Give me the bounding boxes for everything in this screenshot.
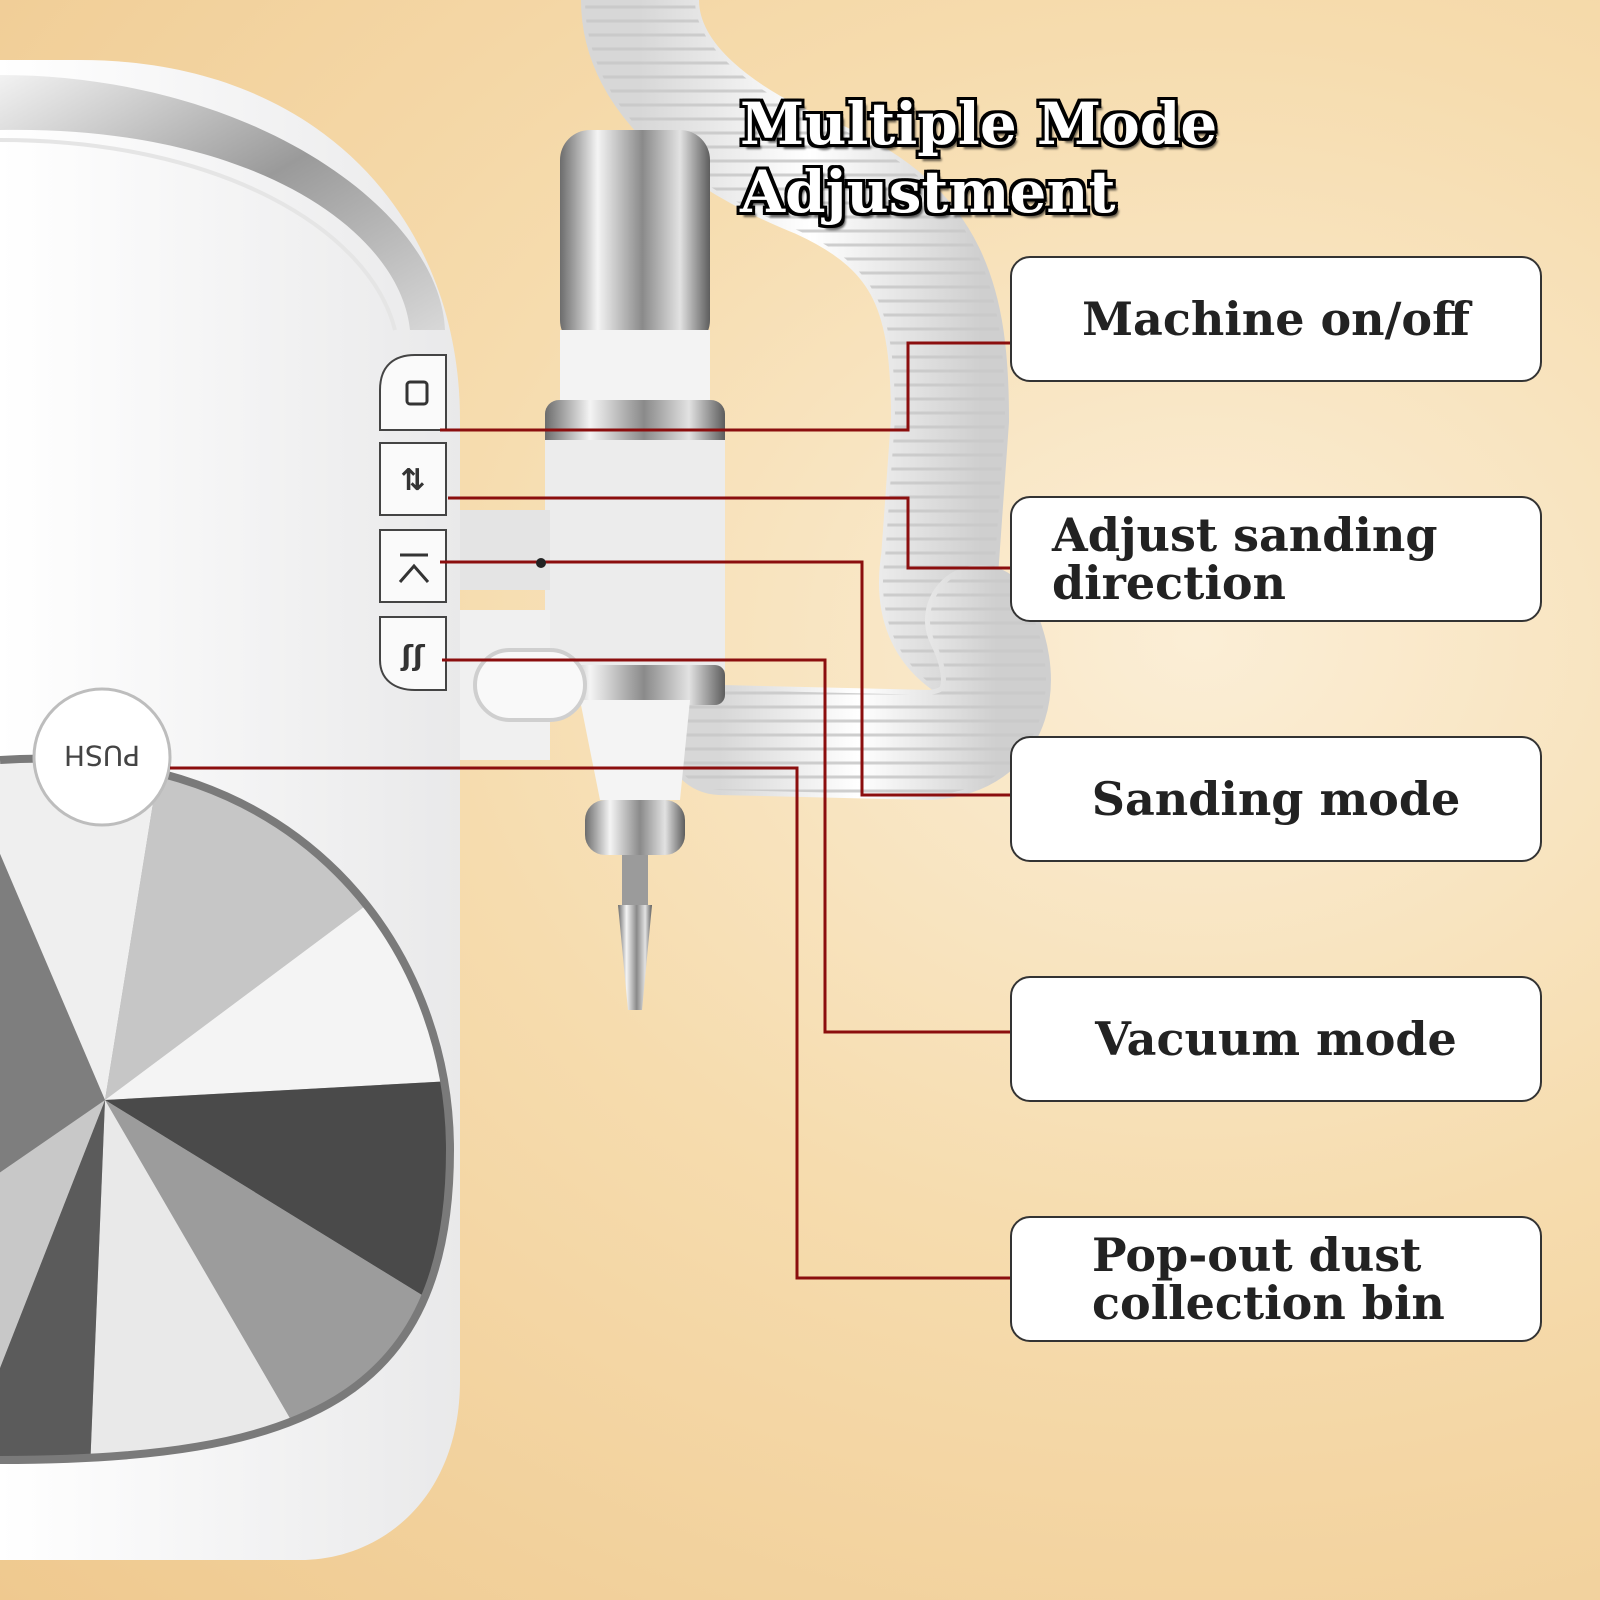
leader-line-bin [170,766,1010,1280]
power-button[interactable] [379,354,447,431]
callout-sanding: Sanding mode [1010,736,1542,862]
callout-bin: Pop-out dust collection bin [1010,1216,1542,1342]
leader-line-direction [448,496,1010,570]
page-title: Multiple Mode Adjustment [740,90,1218,226]
leader-line-vacuum [442,658,1010,1034]
callout-sanding-label: Sanding mode [1091,771,1461,826]
vacuum-hose [581,0,1051,801]
callout-vacuum: Vacuum mode [1010,976,1542,1102]
callout-bin-label: Pop-out dust collection bin [1092,1227,1445,1330]
sanding-mode-button[interactable] [379,529,447,603]
push-label: PUSH [64,739,140,772]
rotate-arrows-icon: ⇅ [400,463,425,498]
vacuum-mode-button[interactable]: ʃʃ [379,616,447,691]
dust-bin [0,754,455,1464]
control-panel: ⇅ ʃʃ [379,354,447,691]
callout-vacuum-label: Vacuum mode [1095,1011,1457,1066]
leader-lines [170,341,1010,1280]
handpiece [460,130,725,1010]
callout-power: Machine on/off [1010,256,1542,382]
chevron-up-icon [398,563,430,583]
callout-power-label: Machine on/off [1082,291,1470,346]
leader-line-sanding [440,560,1010,797]
callout-direction-label: Adjust sanding direction [1052,507,1438,610]
square-icon [405,380,429,406]
leader-line-power [440,341,1010,432]
callout-direction: Adjust sanding direction [1010,496,1542,622]
direction-button[interactable]: ⇅ [379,442,447,516]
push-button[interactable]: PUSH [32,687,172,827]
vacuum-icon: ʃʃ [400,639,426,672]
